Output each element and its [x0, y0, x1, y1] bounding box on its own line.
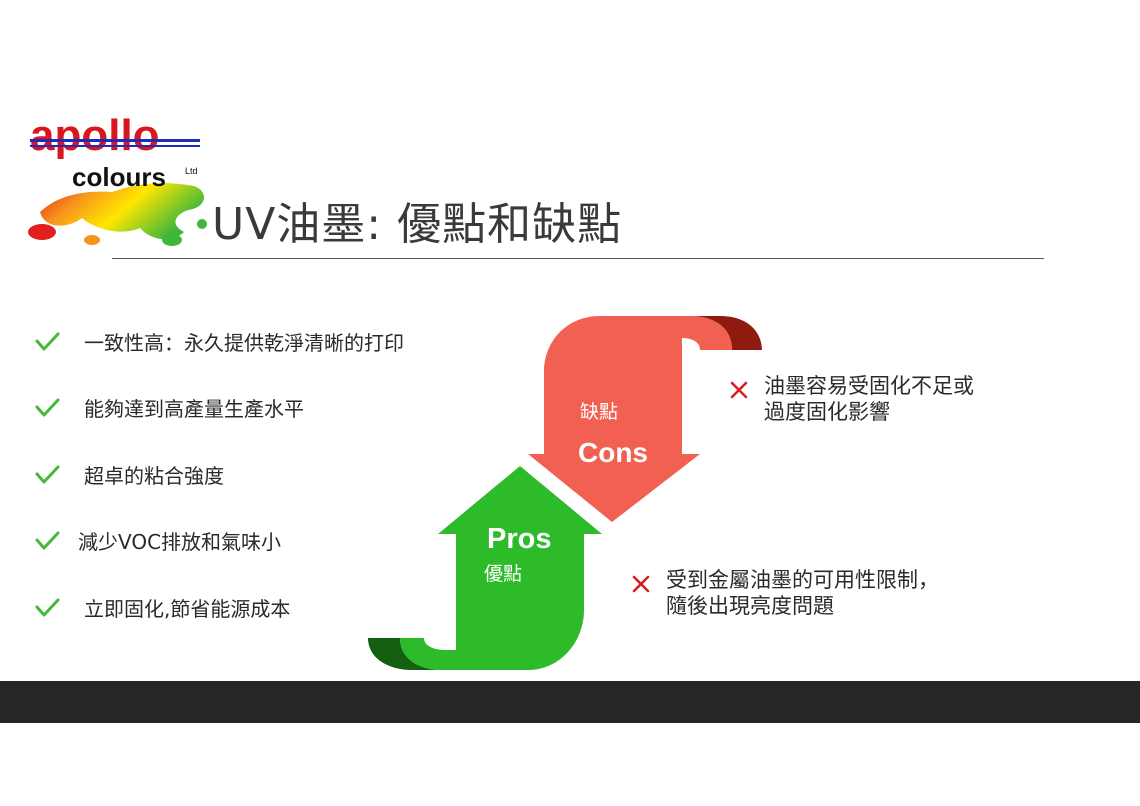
pro-item: 一致性高：永久提供乾淨清晰的打印: [32, 326, 404, 356]
cross-icon: [632, 575, 650, 593]
pro-text: 一致性高：永久提供乾淨清晰的打印: [84, 330, 404, 355]
con-text: 受到金屬油墨的可用性限制， 隨後出現亮度問題: [666, 567, 939, 619]
con-line: 油墨容易受固化不足或: [764, 374, 974, 398]
pros-cons-arrows: 缺點 Cons Pros 優點: [360, 312, 780, 674]
pro-item: 減少VOC排放和氣味小: [32, 525, 281, 555]
cons-label-en: Cons: [578, 437, 648, 468]
check-icon: [35, 531, 60, 550]
cross-icon: [730, 381, 748, 399]
check-icon: [35, 598, 60, 617]
pro-text: 超卓的粘合強度: [84, 463, 224, 488]
cons-label-cn: 缺點: [580, 401, 618, 423]
pros-arrow: [368, 466, 602, 670]
con-text: 油墨容易受固化不足或 過度固化影響: [764, 373, 974, 425]
pros-label-en: Pros: [487, 523, 551, 555]
pro-text: 減少VOC排放和氣味小: [78, 529, 282, 554]
con-item: 油墨容易受固化不足或 過度固化影響: [728, 373, 974, 425]
logo-suffix: Ltd: [185, 166, 198, 176]
pros-label-cn: 優點: [484, 563, 522, 585]
check-icon: [35, 465, 60, 484]
pro-text: 立即固化,節省能源成本: [84, 596, 291, 621]
check-icon: [35, 332, 60, 351]
pro-item: 能夠達到高產量生產水平: [32, 392, 304, 422]
pro-item: 立即固化,節省能源成本: [32, 592, 290, 622]
logo-word-top: apollo: [30, 112, 160, 160]
arrows-graphic: 缺點 Cons Pros 優點: [368, 316, 762, 670]
con-line: 隨後出現亮度問題: [666, 594, 834, 618]
con-line: 受到金屬油墨的可用性限制，: [666, 568, 939, 592]
company-logo: apollo colours Ltd: [22, 111, 222, 252]
cons-arrow: [528, 316, 762, 522]
pro-item: 超卓的粘合強度: [32, 459, 224, 489]
check-icon: [35, 398, 60, 417]
page-title: UV油墨: 優點和缺點: [212, 199, 623, 250]
con-line: 過度固化影響: [764, 400, 890, 424]
logo-word-bottom: colours: [72, 162, 166, 192]
logo-graphic: apollo colours Ltd: [28, 111, 207, 246]
footer-bar: [0, 681, 1140, 723]
con-item: 受到金屬油墨的可用性限制， 隨後出現亮度問題: [630, 567, 939, 619]
title-divider: [112, 258, 1044, 259]
pro-text: 能夠達到高產量生產水平: [84, 396, 304, 421]
paint-splash: [28, 183, 207, 246]
